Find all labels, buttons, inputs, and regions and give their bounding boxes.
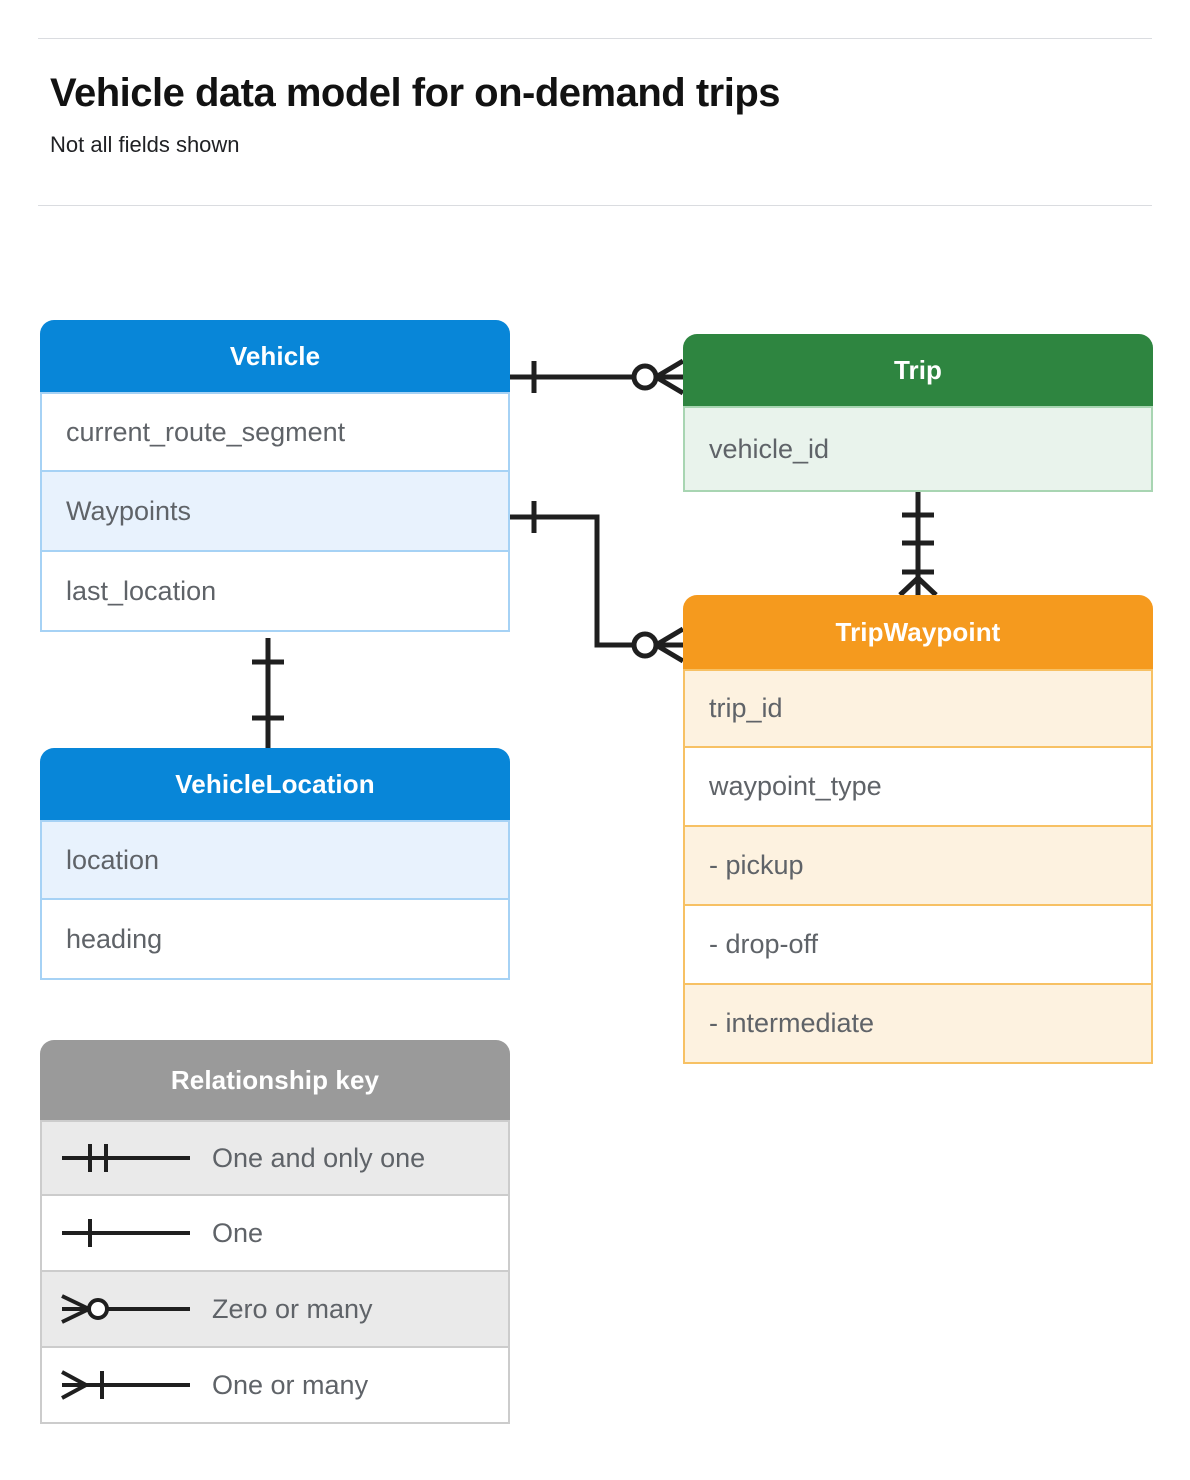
entity-trip-waypoint-enum-intermediate[interactable]: - intermediate [683, 985, 1153, 1064]
legend-label: One and only one [212, 1142, 426, 1173]
field-label: waypoint_type [709, 771, 882, 801]
legend-row-one-and-only-one: One and only one [40, 1120, 510, 1196]
field-label: Waypoints [66, 495, 192, 526]
entity-trip-waypoint-title: TripWaypoint [683, 595, 1153, 669]
entity-vehicle-location-field-heading[interactable]: heading [40, 900, 510, 980]
entity-trip-title: Trip [683, 334, 1153, 406]
entity-vehicle-field-last_location[interactable]: last_location [40, 552, 510, 632]
page-title: Vehicle data model for on-demand trips [50, 71, 781, 115]
legend-label: Zero or many [212, 1293, 373, 1324]
field-label: - drop-off [709, 929, 819, 959]
field-label: - intermediate [709, 1008, 875, 1038]
field-label: - pickup [709, 850, 804, 880]
field-label: last_location [66, 575, 217, 606]
entity-vehicle-title: Vehicle [40, 320, 510, 392]
entity-vehicle[interactable]: Vehicle current_route_segment Waypoints … [40, 320, 510, 632]
entity-vehicle-field-waypoints[interactable]: Waypoints [40, 472, 510, 552]
one-or-many-icon [42, 1365, 212, 1405]
header-divider-bottom [38, 205, 1152, 206]
connector-vehicle-vehiclelocation [252, 638, 284, 748]
entity-trip[interactable]: Trip vehicle_id [683, 334, 1153, 492]
field-label: heading [66, 923, 163, 954]
field-label: trip_id [709, 693, 783, 723]
connector-trip-tripwaypoint [898, 492, 938, 597]
connector-vehicle-trip [510, 358, 685, 396]
relationship-key-title: Relationship key [40, 1040, 510, 1120]
header-divider-top [38, 38, 1152, 39]
legend-label: One [212, 1217, 264, 1248]
page-subtitle: Not all fields shown [50, 132, 240, 157]
entity-vehicle-location[interactable]: VehicleLocation location heading [40, 748, 510, 980]
entity-trip-waypoint-field-trip_id[interactable]: trip_id [683, 669, 1153, 748]
entity-trip-waypoint-enum-pickup[interactable]: - pickup [683, 827, 1153, 906]
entity-trip-waypoint-field-waypoint_type[interactable]: waypoint_type [683, 748, 1153, 827]
legend-row-one-or-many: One or many [40, 1348, 510, 1424]
connector-waypoints-tripwaypoint [510, 501, 685, 664]
entity-vehicle-field-current_route_segment[interactable]: current_route_segment [40, 392, 510, 472]
entity-trip-waypoint[interactable]: TripWaypoint trip_id waypoint_type - pic… [683, 595, 1153, 1064]
one-icon [42, 1213, 212, 1253]
legend-label: One or many [212, 1369, 369, 1400]
legend-row-one: One [40, 1196, 510, 1272]
entity-vehicle-location-title: VehicleLocation [40, 748, 510, 820]
relationship-key-legend: Relationship key One and only one One [40, 1040, 510, 1424]
field-label: vehicle_id [709, 433, 830, 464]
one-and-only-one-icon [42, 1138, 212, 1178]
field-label: current_route_segment [66, 416, 346, 447]
entity-trip-waypoint-enum-drop-off[interactable]: - drop-off [683, 906, 1153, 985]
entity-trip-field-vehicle_id[interactable]: vehicle_id [683, 406, 1153, 492]
legend-row-zero-or-many: Zero or many [40, 1272, 510, 1348]
field-label: location [66, 844, 160, 875]
zero-or-many-icon [42, 1289, 212, 1329]
entity-vehicle-location-field-location[interactable]: location [40, 820, 510, 900]
